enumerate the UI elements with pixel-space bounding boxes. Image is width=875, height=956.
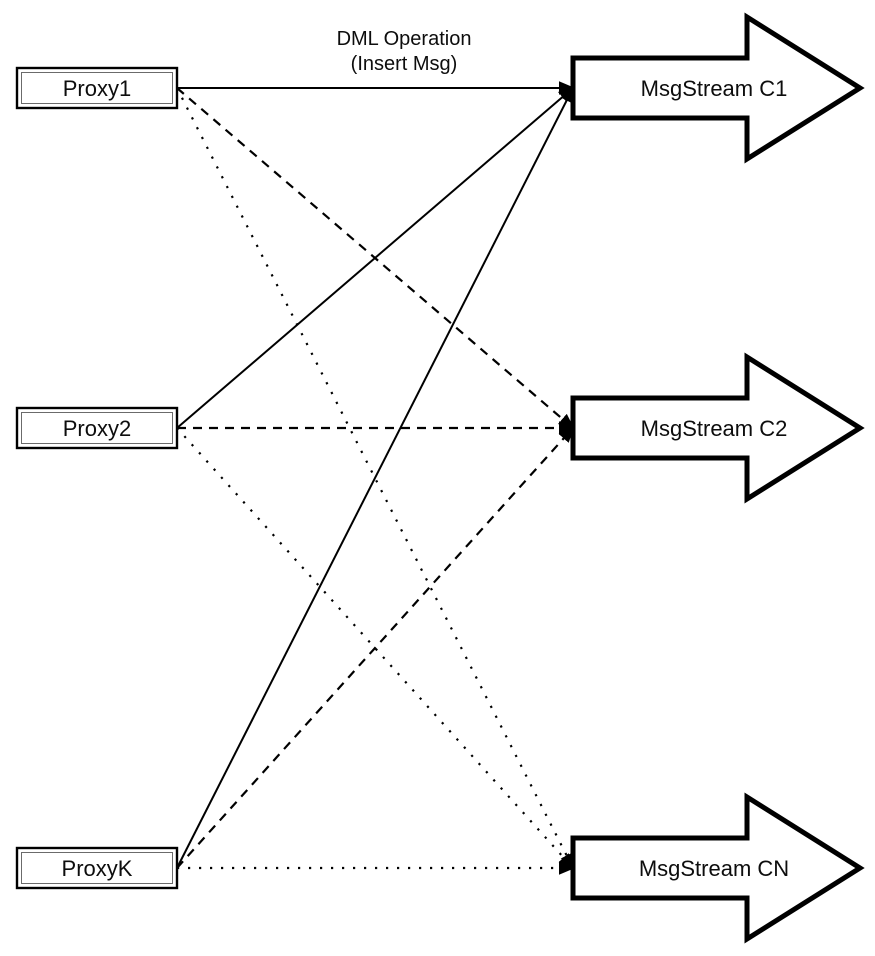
msgstream-c1-label: MsgStream C1	[641, 76, 788, 101]
proxy2-label: Proxy2	[63, 416, 131, 441]
edges-layer	[176, 81, 575, 875]
diagram-title-line1: DML Operation	[337, 28, 472, 50]
proxyK-box-inner-border	[21, 852, 173, 884]
msgstream-cn-arrow	[570, 792, 865, 944]
proxy2-node: Proxy2	[15, 406, 179, 450]
msgstream-cn-label: MsgStream CN	[639, 856, 789, 881]
proxy1-box	[15, 66, 179, 110]
proxy1-box-inner-border	[21, 72, 173, 104]
proxyK-node: ProxyK	[15, 846, 179, 890]
msgstream-c2-node: MsgStream C2	[570, 352, 865, 504]
msgstream-cn-node: MsgStream CN	[570, 792, 865, 944]
proxy1-label: Proxy1	[63, 76, 131, 101]
proxy2-box	[15, 406, 179, 450]
msgstream-c1-node: MsgStream C1	[570, 12, 865, 164]
proxyK-label: ProxyK	[62, 856, 133, 881]
msgstream-c2-arrow	[570, 352, 865, 504]
edge-proxyK-c2-dashed	[176, 426, 575, 869]
diagram-title-line2: (Insert Msg)	[351, 53, 458, 75]
msgstream-c2-label: MsgStream C2	[641, 416, 788, 441]
proxyK-box	[15, 846, 179, 890]
proxy2-box-inner-border	[21, 412, 173, 444]
msgstream-c1-arrow	[570, 12, 865, 164]
edge-proxy1-c2-dashed	[176, 87, 575, 430]
edge-proxyK-c1-solid	[176, 86, 574, 869]
diagram-title: DML Operation (Insert Msg)	[337, 28, 472, 75]
proxy1-node: Proxy1	[15, 66, 179, 110]
